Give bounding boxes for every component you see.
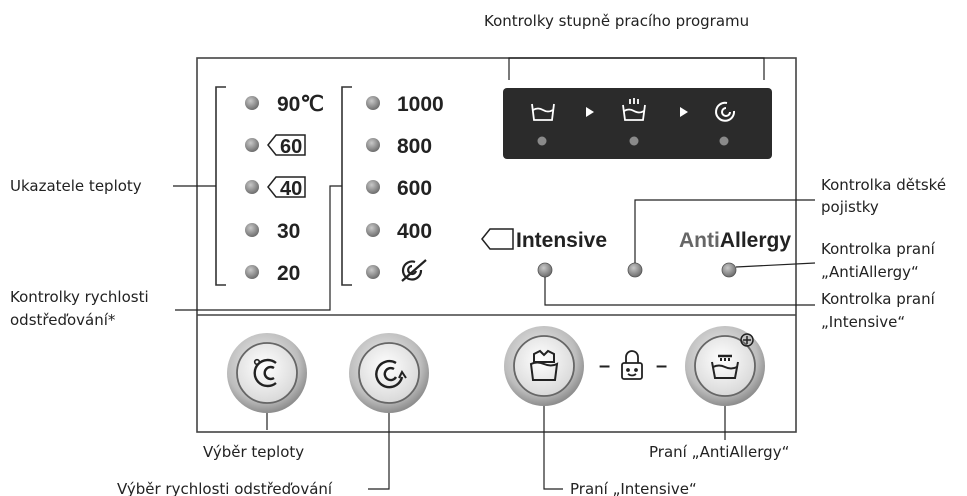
- spin-callout-line1: Kontrolky rychlosti: [10, 288, 149, 306]
- spin-led-600: [366, 180, 380, 194]
- antiallergy-button[interactable]: [685, 326, 765, 406]
- temp-led-20: [245, 265, 259, 279]
- spin-callout-line2: odstřeďování*: [10, 311, 116, 329]
- aa-indicator-callout-line2: „AntiAllergy“: [821, 263, 919, 281]
- wash-stage-led: [537, 136, 547, 146]
- spin-stage-led: [719, 136, 729, 146]
- spin-icon: [715, 101, 736, 122]
- antiallergy-button-callout: Praní „AntiAllergy“: [649, 443, 789, 461]
- intensive-tag-icon: [481, 228, 514, 250]
- intensive-led: [537, 262, 553, 278]
- spin-led-800: [366, 138, 380, 152]
- spin-600-label: 600: [397, 177, 432, 200]
- child-lock-led: [627, 262, 643, 278]
- eco-60-tag-icon: [267, 134, 306, 156]
- int-indicator-callout-line2: „Intensive“: [821, 313, 905, 331]
- spin-button-callout: Výběr rychlosti odstřeďování: [117, 480, 333, 496]
- temp-button-callout: Výběr teploty: [203, 443, 304, 461]
- temp-60-label: 60: [280, 136, 302, 158]
- plus-circle-icon: [740, 333, 754, 347]
- spin-1000-label: 1000: [397, 93, 444, 116]
- antiallergy-label: AntiAllergy: [679, 229, 791, 252]
- rinse-stage-led: [629, 136, 639, 146]
- intensive-label: Intensive: [516, 229, 607, 252]
- spin-arrow-icon: [375, 359, 407, 389]
- spin-led-column: [366, 96, 380, 279]
- temp-40-label: 40: [280, 178, 302, 200]
- stage-arrow-1-icon: [586, 107, 594, 117]
- spin-select-button[interactable]: [349, 333, 429, 413]
- antiallergy-tub-icon: [711, 354, 739, 379]
- spin-led-400: [366, 223, 380, 237]
- intensive-button[interactable]: [504, 326, 584, 406]
- temp-30-label: 30: [277, 220, 300, 243]
- dash-left: –: [599, 355, 610, 377]
- child-lock-icon: [621, 350, 643, 380]
- child-lock-callout-line1: Kontrolka dětské: [821, 176, 946, 194]
- spin-led-off: [366, 265, 380, 279]
- temp-led-30: [245, 223, 259, 237]
- child-lock-callout-line2: pojistky: [821, 198, 879, 216]
- wash-stage-callout: Kontrolky stupně pracího programu: [484, 12, 749, 30]
- temp-led-90: [245, 96, 259, 110]
- temp-select-button[interactable]: [227, 333, 307, 413]
- intensive-shirt-icon: [529, 349, 559, 381]
- spin-400-label: 400: [397, 220, 432, 243]
- spin-800-label: 800: [397, 135, 432, 158]
- leader-lines: [173, 57, 816, 490]
- temp-callout: Ukazatele teploty: [10, 177, 142, 195]
- wash-icon: [531, 103, 555, 121]
- dash-right: –: [656, 355, 667, 377]
- aa-indicator-callout-line1: Kontrolka praní: [821, 240, 936, 258]
- temp-led-40: [245, 180, 259, 194]
- temp-led-column: [245, 96, 259, 279]
- intensive-button-callout: Praní „Intensive“: [570, 480, 697, 496]
- temp-20-label: 20: [277, 262, 300, 285]
- temp-90-label: 90℃: [277, 93, 324, 116]
- temp-led-60: [245, 138, 259, 152]
- rinse-icon: [622, 98, 646, 121]
- spin-off-icon: [401, 259, 427, 282]
- thermometer-c-icon: [253, 358, 277, 388]
- spin-led-1000: [366, 96, 380, 110]
- int-indicator-callout-line1: Kontrolka praní: [821, 290, 936, 308]
- stage-arrow-2-icon: [680, 107, 688, 117]
- wash-stage-display: [503, 88, 772, 159]
- antiallergy-led: [721, 262, 737, 278]
- eco-40-tag-icon: [267, 176, 306, 198]
